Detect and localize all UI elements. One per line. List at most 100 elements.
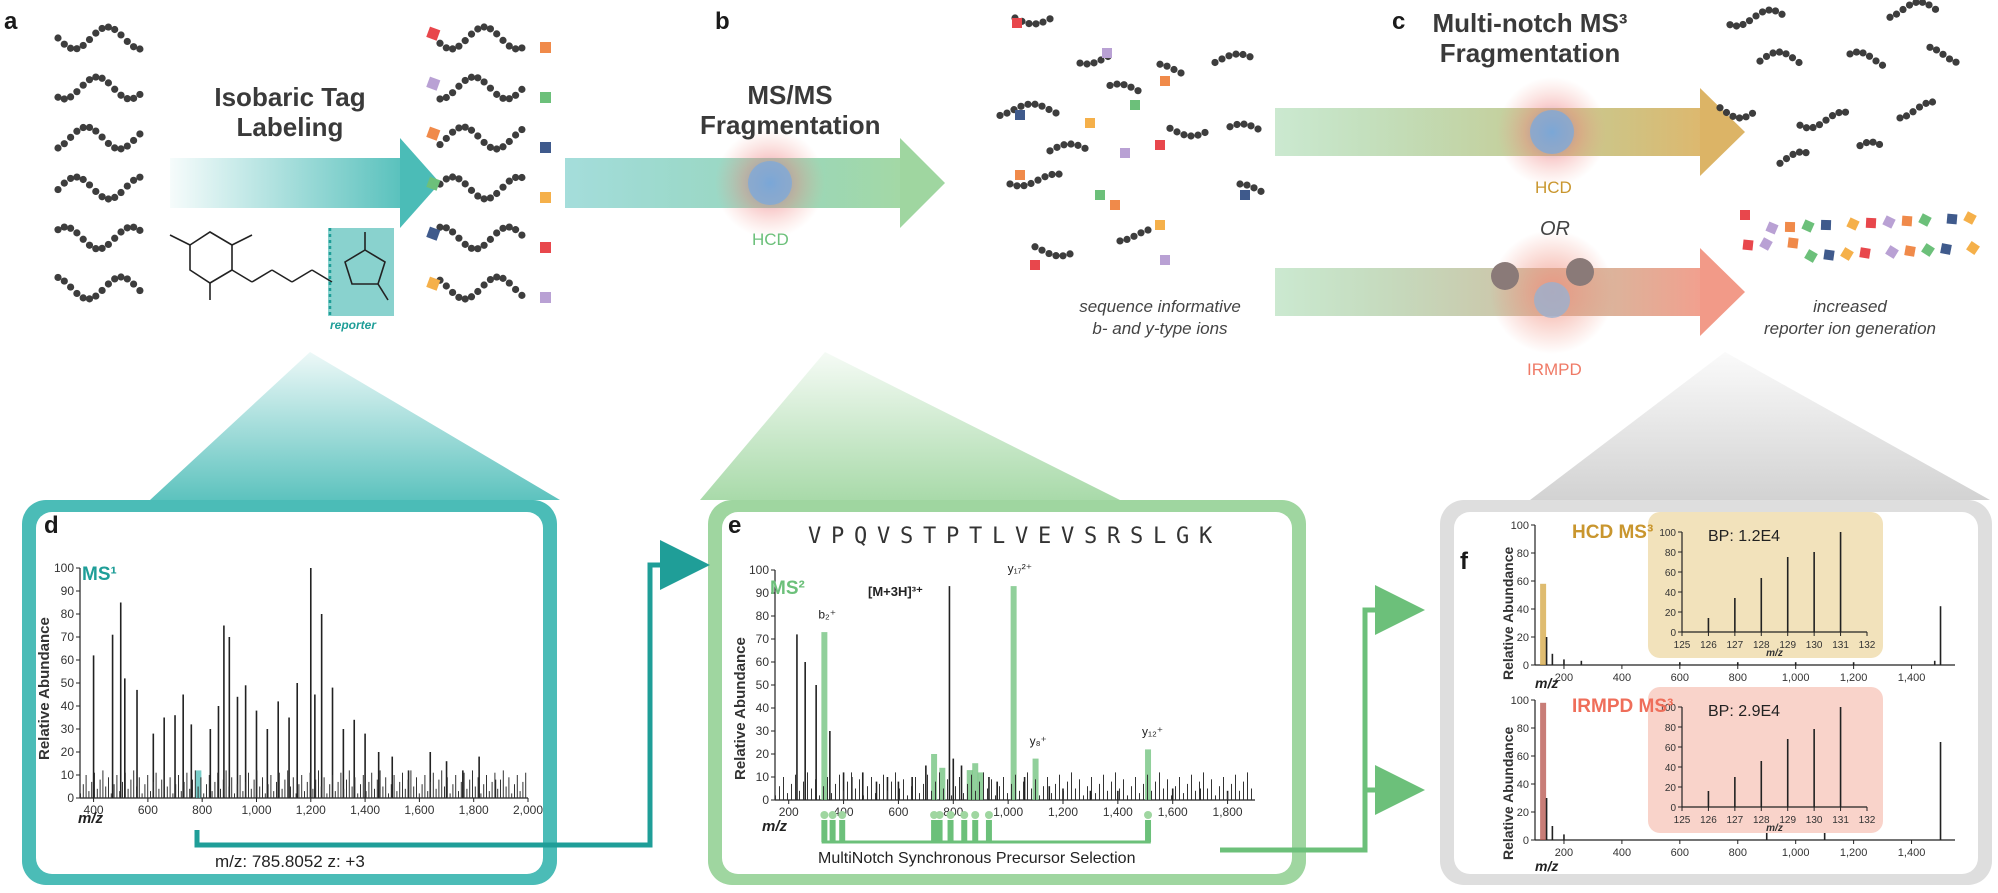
peptide-chain-icon [1905, 1, 1914, 9]
spectrum-peak [1734, 598, 1736, 632]
peptide-chain-icon [1739, 20, 1747, 29]
y-tick-label: 80 [1517, 723, 1529, 735]
peptide-chain-icon [1024, 100, 1032, 108]
y-tick-label: 70 [61, 630, 75, 644]
peptide-chain-icon [60, 277, 68, 285]
reporter-tag-icon [1155, 220, 1165, 230]
peptide-chain-icon [1795, 148, 1804, 156]
multinotch-marker [829, 820, 836, 842]
reporter-tag-icon [426, 276, 441, 291]
ms2-footer: MultiNotch Synchronous Precursor Selecti… [818, 850, 1136, 867]
peptide-chain-icon [480, 23, 488, 31]
noise-peak [1051, 793, 1052, 800]
peptide-chain-icon [123, 142, 131, 150]
peptide-chain-icon [92, 292, 100, 300]
y-tick-label: 30 [61, 722, 75, 736]
peptide-chain-icon [518, 291, 526, 299]
noise-peak [197, 786, 199, 798]
reporter-tag-icon [1085, 118, 1095, 128]
spectrum-peak [1117, 790, 1119, 800]
noise-peak [903, 779, 904, 800]
peptide-chain-icon [1060, 141, 1068, 149]
peptide-chain-icon [1083, 60, 1091, 68]
noise-peak [164, 770, 165, 798]
peptide-chain-icon [449, 128, 457, 136]
noise-peak [463, 772, 465, 798]
peptide-chain-icon [130, 280, 138, 288]
peptide-chain-icon [1931, 5, 1940, 13]
peptide-chain-icon [1742, 113, 1750, 121]
noise-peak [1243, 781, 1244, 800]
peptide-chain-icon [474, 192, 482, 200]
peptide-chain-icon [505, 223, 513, 231]
noise-peak [1087, 786, 1088, 800]
peptide-chain-icon [1233, 120, 1241, 129]
peptide-group [54, 0, 1960, 303]
noise-peak [113, 784, 115, 798]
peptide-chain-icon [474, 132, 482, 140]
panel-letter-e: e [728, 512, 742, 539]
noise-peak [505, 786, 507, 798]
noise-peak [486, 775, 487, 798]
peptide-chain-icon [85, 241, 94, 249]
spectrum-peak [462, 770, 464, 798]
labeling-title-line1: Isobaric Tag [214, 82, 366, 112]
peptide-chain-icon [1180, 131, 1188, 139]
x-tick-label: 131 [1832, 815, 1849, 826]
fragment-ion-label: b₂⁺ [818, 607, 836, 621]
noise-peak [883, 774, 884, 800]
peptide-chain-icon [486, 143, 494, 151]
noise-peak [200, 777, 202, 798]
noise-peak [390, 784, 392, 798]
peptide-chain-icon [1052, 252, 1060, 260]
y-tick-label: 70 [756, 632, 770, 646]
peptide-chain-icon [1756, 57, 1764, 65]
peptide-chain-icon [1194, 131, 1202, 139]
x-tick-label: 125 [1674, 815, 1691, 826]
c-caption-line2: reporter ion generation [1763, 319, 1936, 338]
y-tick-label: 90 [61, 584, 75, 598]
spectrum-peak [1813, 729, 1815, 807]
peptide-chain-icon [73, 173, 81, 181]
peptide-chain-icon [467, 244, 476, 252]
noise-peak [975, 790, 976, 800]
noise-peak [931, 790, 932, 800]
spectrum-peak [152, 733, 155, 798]
y-tick-label: 40 [1517, 604, 1529, 616]
sequence-residue: G [1176, 524, 1190, 549]
noise-peak [211, 791, 213, 798]
noise-peak [1003, 777, 1004, 800]
x-tick-label: 1,000 [241, 803, 271, 817]
peptide-chain-icon [1771, 7, 1780, 15]
noise-peak [222, 779, 224, 798]
peptide-chain-icon [467, 293, 476, 301]
peptide-chain-icon [1013, 182, 1021, 190]
noise-peak [385, 777, 387, 798]
peptide-chain-icon [117, 188, 125, 197]
peptide-chain-icon [442, 134, 450, 143]
peptide-chain-icon [67, 174, 75, 183]
peptide-chain-icon [1067, 140, 1075, 148]
noise-peak [152, 781, 154, 798]
peptide-chain-icon [136, 45, 144, 53]
noise-peak [298, 784, 300, 798]
ms1-title: MS¹ [82, 564, 117, 585]
peptide-chain-icon [130, 176, 138, 184]
sequence-residue: Q [854, 524, 868, 549]
noise-peak [831, 793, 832, 800]
noise-peak [1083, 795, 1084, 800]
noise-peak [435, 788, 437, 798]
x-tick-label: 2,000 [513, 803, 543, 817]
noise-peak [494, 772, 496, 798]
spectrum-peak [996, 781, 998, 800]
noise-peak [823, 786, 824, 800]
spectrum-peak [331, 687, 334, 798]
y-tick-label: 40 [1665, 763, 1677, 774]
peptide-chain-icon [499, 143, 507, 151]
peptide-chain-icon [436, 223, 444, 231]
reporter-tag-icon [1784, 221, 1796, 233]
multinotch-marker [936, 820, 943, 842]
reporter-tag-icon [1801, 219, 1815, 233]
noise-peak [863, 795, 864, 800]
